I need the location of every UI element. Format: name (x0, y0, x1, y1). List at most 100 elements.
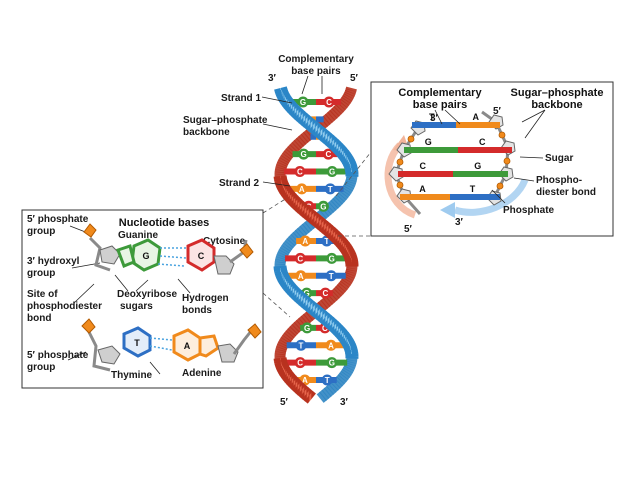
rp-phosphate (496, 182, 504, 190)
hydroxyl-label-1: 3′ hydroxyl (27, 256, 80, 267)
base-disc-G (297, 96, 309, 108)
sugar-leader (519, 156, 544, 159)
molecule-ta-pair: T A (81, 318, 262, 372)
base-letter: G (329, 168, 335, 177)
right-detail-panel: Complementary base pairs Sugar–phosphate… (370, 81, 614, 237)
base-letter: G (301, 150, 307, 159)
base-letter: C (297, 168, 303, 177)
right-5prime-bottom: 5′ (404, 224, 413, 235)
rp-base-letter: G (425, 137, 432, 147)
base-letter: A (299, 185, 305, 194)
rp-phosphate (396, 181, 404, 189)
base-letter: C (326, 98, 332, 107)
strand1-leader (261, 96, 293, 104)
base-letter: A (302, 376, 308, 385)
hydrogen-label-1: Hydrogen (182, 293, 229, 304)
base-letter: A (302, 237, 308, 246)
base-disc-C (323, 96, 335, 108)
phospho-label-1: Phospho- (536, 175, 582, 186)
base-disc-G (326, 252, 338, 264)
phosphate-label: Phosphate (503, 205, 555, 216)
helix-complementary-label-1: Complementary (278, 54, 354, 65)
rp-base-letter: A (473, 112, 480, 122)
adenine-letter: A (184, 341, 191, 351)
backbone-label-2: backbone (183, 127, 230, 138)
rp-base-letter: T (470, 184, 476, 194)
hydroxyl-label-2: group (27, 268, 55, 279)
base-disc-T (321, 374, 333, 386)
hydrogen-label-2: bonds (182, 305, 212, 316)
base-disc-A (299, 235, 311, 247)
base-disc-C (294, 252, 306, 264)
base-disc-G (326, 166, 338, 177)
helix-complementary-label-2: base pairs (291, 66, 341, 77)
base-disc-G (317, 200, 329, 212)
cytosine-label: Cytosine (203, 236, 246, 247)
phospho-leader (513, 177, 535, 182)
sugar-label: Sugar (545, 153, 573, 164)
helix-top-5prime: 5′ (350, 73, 359, 84)
base-letter: A (328, 341, 334, 350)
base-letter: T (324, 237, 329, 246)
right-3prime-top: 3′ (430, 113, 439, 124)
rp-base-letter: A (419, 184, 426, 194)
right-title2-2: backbone (531, 99, 582, 111)
rp-base-bar-A (456, 122, 500, 128)
helix-bottom-3prime: 3′ (340, 397, 349, 408)
thymine-letter: T (134, 338, 140, 348)
site-label-1: Site of (27, 289, 58, 300)
base-disc-C (294, 166, 306, 177)
backbone-title-leader (521, 109, 546, 139)
phospho-label-2: diester bond (536, 187, 596, 198)
base-disc-G (326, 357, 338, 369)
left-detail-panel: Nucleotide bases 5′ phosphate group Guan… (21, 209, 264, 389)
cytosine-letter: C (198, 251, 205, 261)
base-disc-C (294, 357, 306, 369)
base-letter: G (304, 289, 310, 298)
molecule-gc-pair: G C (83, 223, 254, 275)
base-disc-T (324, 183, 336, 195)
base-letter: T (329, 272, 334, 281)
phosphate-leader (491, 189, 506, 204)
adenine-label: Adenine (182, 368, 222, 379)
rp-phosphate (407, 135, 415, 143)
rp-phosphate (498, 131, 506, 139)
base-letter: C (322, 324, 328, 333)
base-disc-T (325, 270, 337, 282)
base-letter: T (299, 341, 304, 350)
zoom-connectors (262, 151, 372, 318)
guanine-letter: G (142, 251, 149, 261)
strand-red-segment (304, 390, 316, 404)
rp-base-bar-C (398, 171, 453, 177)
rp-base-letter: T (429, 112, 435, 122)
double-helix: GCGCCGATCGATCGATGCGCTACGAT (273, 86, 359, 404)
deoxy-label-1: Deoxyribose (117, 289, 177, 300)
backbone-leader (262, 123, 293, 131)
right-title-1: Complementary (398, 87, 482, 99)
phosphate5-bot-label-2: group (27, 362, 55, 373)
base-disc-A (325, 339, 337, 351)
rotation-arrow-left (384, 142, 417, 219)
base-letter: G (329, 359, 335, 368)
base-letter: G (304, 324, 310, 333)
deoxy-label-2: sugars (120, 301, 153, 312)
right-title2-1: Sugar–phosphate (511, 87, 604, 99)
rp-phosphate (396, 158, 404, 166)
rp-base-bar-G (453, 171, 508, 177)
base-disc-A (296, 183, 308, 195)
helix-front-strands (273, 86, 359, 404)
left-panel-leaders (67, 225, 191, 375)
rp-base-bar-A (400, 194, 450, 200)
rp-base-bar-G (404, 147, 458, 153)
base-letter: G (329, 254, 335, 263)
guanine-label: Guanine (118, 230, 158, 241)
complementary-title-leader (434, 109, 461, 125)
strand1-label: Strand 1 (221, 93, 261, 104)
rp-base-bar-C (458, 147, 512, 153)
strand2-label: Strand 2 (219, 178, 259, 189)
strand-blue-segment (316, 391, 327, 403)
base-letter: T (325, 376, 330, 385)
base-letter: C (297, 254, 303, 263)
base-disc-G (301, 322, 313, 334)
